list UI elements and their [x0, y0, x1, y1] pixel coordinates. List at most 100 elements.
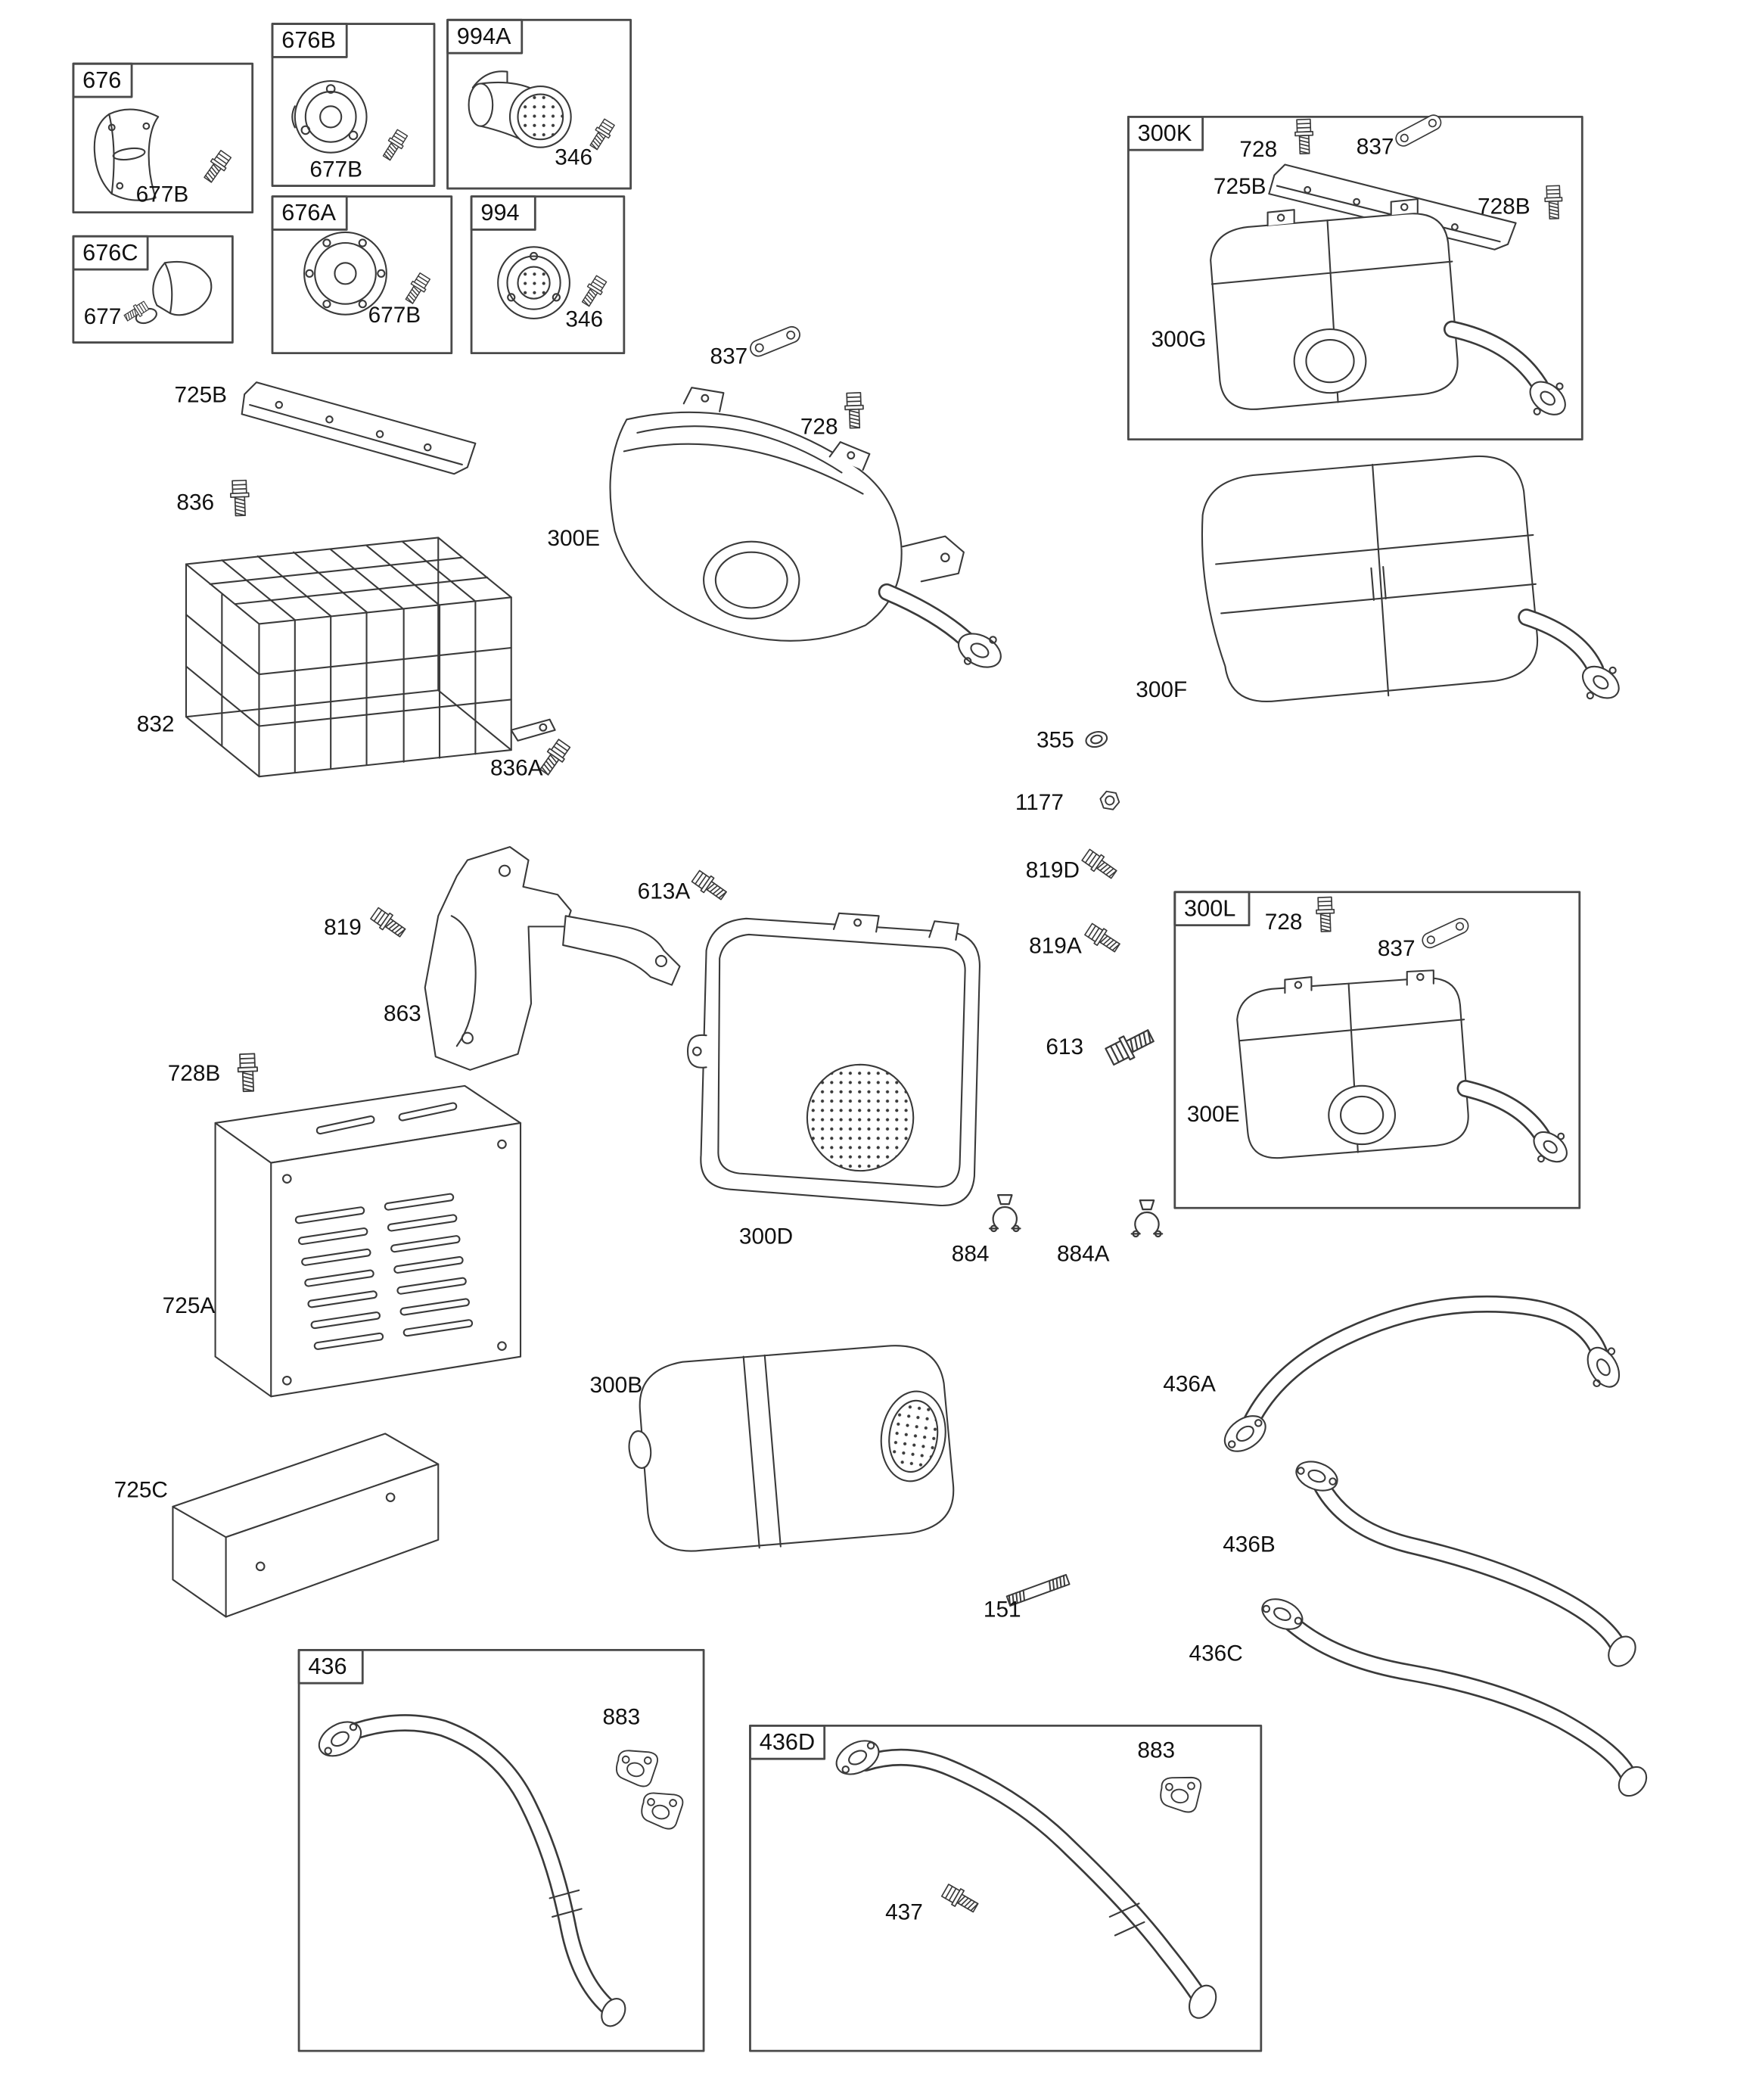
- gasket-883-icon: [612, 1744, 660, 1790]
- bolt-728b-icon: [1543, 185, 1564, 220]
- inset-box-676b: 676B 677B: [271, 23, 436, 187]
- callout-436c: 436C: [1189, 1641, 1243, 1666]
- inset-box-300l: 300L 728 837 300E: [1173, 891, 1581, 1209]
- bolt-728b-icon: [237, 1053, 259, 1093]
- callout-300k: 300K: [1138, 120, 1192, 146]
- callout-837: 837: [1378, 936, 1416, 961]
- callout-346: 346: [555, 145, 592, 170]
- callout-677b: 677B: [309, 157, 362, 182]
- callout-436a: 436A: [1163, 1371, 1216, 1396]
- part-300b-muffler: [628, 1345, 955, 1552]
- callout-613: 613: [1046, 1034, 1083, 1059]
- clamp-884-icon: [988, 1194, 1021, 1233]
- callout-676: 676: [82, 67, 121, 93]
- callout-300l: 300L: [1184, 894, 1235, 921]
- callout-677: 677: [84, 304, 122, 329]
- callout-300g: 300G: [1151, 327, 1207, 352]
- bolt-836-icon: [229, 479, 250, 517]
- callout-837: 837: [1357, 134, 1394, 159]
- inset-box-436d: 436D 883 437: [749, 1724, 1263, 2052]
- callout-300f: 300F: [1136, 677, 1187, 702]
- part-725c-bracket: [172, 1433, 440, 1618]
- callout-151: 151: [984, 1598, 1021, 1622]
- pipe-436-drawing: [318, 1714, 626, 2027]
- callout-728b: 728B: [168, 1061, 221, 1086]
- callout-725b: 725B: [174, 382, 227, 407]
- part-300d-muffler: [686, 912, 981, 1206]
- part-832-guard: [185, 537, 556, 778]
- callout-819d: 819D: [1026, 857, 1080, 882]
- gasket-883-icon: [637, 1786, 685, 1832]
- part-725a-shield: [214, 1084, 522, 1398]
- deflector-677b-drawing: [93, 108, 160, 201]
- callout-1177: 1177: [1015, 790, 1064, 815]
- muffler-300g-drawing: [1210, 198, 1566, 415]
- callout-300e: 300E: [1187, 1102, 1240, 1127]
- callout-728: 728: [1265, 910, 1303, 935]
- flange-994-drawing: [497, 246, 570, 320]
- part-436b-pipe: [1295, 1461, 1636, 1667]
- inset-box-676c: 676C 677: [72, 235, 234, 344]
- pipe-436d-drawing: [835, 1740, 1217, 2019]
- callout-884a: 884A: [1057, 1241, 1110, 1266]
- part-863-bracket: [424, 846, 681, 1071]
- nut-1177-icon: [1098, 789, 1122, 811]
- inset-box-436: 436 883: [297, 1648, 705, 2052]
- callout-819a: 819A: [1029, 933, 1082, 958]
- callout-836a: 836A: [490, 755, 543, 780]
- callout-676c: 676C: [82, 239, 138, 266]
- callout-994: 994: [480, 199, 519, 226]
- callout-725a: 725A: [163, 1293, 216, 1318]
- callout-728b: 728B: [1478, 194, 1531, 219]
- link-837-icon: [1392, 111, 1444, 150]
- callout-676b: 676B: [281, 26, 336, 53]
- muffler-300e-drawing: [1236, 969, 1568, 1163]
- callout-300b: 300B: [590, 1373, 643, 1398]
- callout-436d: 436D: [760, 1728, 815, 1755]
- bolt-819d-icon: [1080, 847, 1120, 882]
- adapter-994a-drawing: [468, 70, 572, 148]
- callout-728: 728: [800, 415, 838, 440]
- link-837-icon: [747, 323, 803, 359]
- callout-883: 883: [602, 1705, 640, 1730]
- bolt-728-icon: [1315, 896, 1336, 933]
- callout-436b: 436B: [1223, 1532, 1276, 1557]
- inset-box-676: 676 677B: [72, 62, 254, 214]
- callout-436: 436: [308, 1653, 347, 1679]
- callout-725b: 725B: [1214, 174, 1266, 199]
- callout-836: 836: [176, 490, 214, 515]
- bolt-icon: [200, 148, 234, 185]
- bolt-613a-icon: [690, 868, 730, 904]
- washer-355-icon: [1083, 729, 1110, 751]
- callout-613a: 613A: [638, 879, 691, 904]
- bolt-728-icon: [844, 391, 865, 429]
- inset-box-676a: 676A 677B: [271, 195, 453, 354]
- inset-box-994: 994 346: [470, 195, 626, 354]
- bolt-icon: [578, 274, 609, 309]
- gasket-883-icon: [1157, 1772, 1203, 1815]
- inset-box-994a: 994A 346: [446, 18, 632, 190]
- callout-837: 837: [710, 344, 748, 369]
- bolt-728-icon: [1294, 118, 1314, 155]
- bolt-613-icon: [1103, 1024, 1158, 1069]
- callout-300e: 300E: [547, 526, 600, 551]
- callout-863: 863: [384, 1001, 421, 1026]
- part-725b-bracket: [241, 381, 477, 475]
- clamp-884a-icon: [1130, 1199, 1164, 1238]
- callout-346: 346: [565, 307, 603, 332]
- part-436c-pipe: [1261, 1598, 1648, 1797]
- flange-677b-large-drawing: [303, 231, 387, 316]
- part-436a-pipe: [1223, 1295, 1621, 1452]
- link-837-icon: [1419, 915, 1472, 951]
- callout-994a: 994A: [457, 23, 511, 49]
- callout-677b: 677B: [368, 303, 421, 328]
- inset-box-300k: 300K 728 837 725B 728B 300G: [1127, 111, 1583, 441]
- callout-676a: 676A: [281, 199, 336, 226]
- callout-884: 884: [952, 1241, 990, 1266]
- part-300f-muffler: [1201, 455, 1620, 703]
- flange-677b-drawing: [291, 79, 368, 154]
- callout-355: 355: [1036, 728, 1074, 753]
- bolt-icon: [379, 128, 410, 163]
